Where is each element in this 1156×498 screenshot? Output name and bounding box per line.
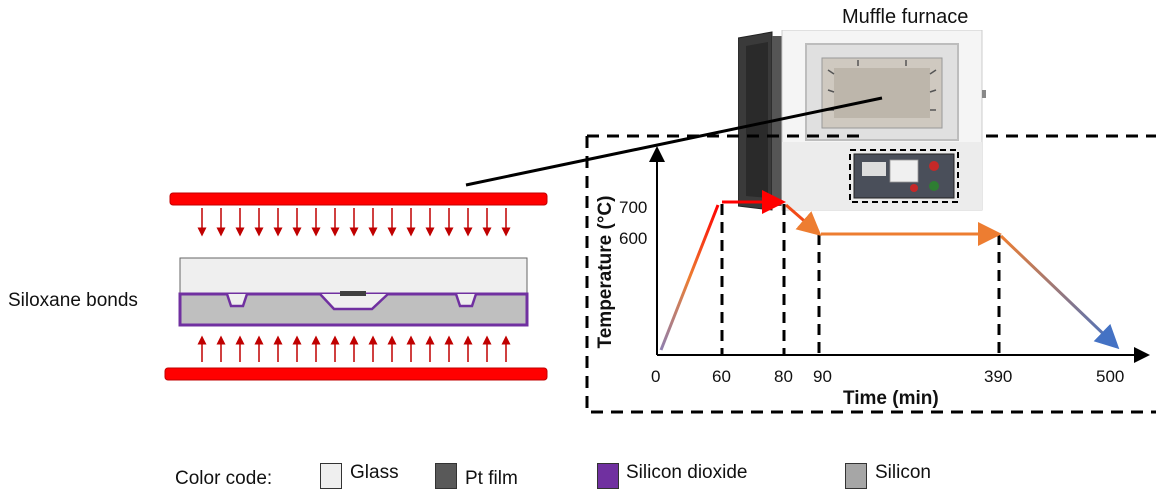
temperature-profile [659,190,1120,351]
down-heat-arrows [197,208,511,237]
x-tick-80: 80 [774,367,793,386]
legend-label-glass: Glass [350,462,399,483]
muffle-furnace-image [738,30,986,211]
x-tick-60: 60 [712,367,731,386]
up-heat-arrows [197,335,511,362]
time-guides [720,204,1001,356]
top-heater-plate [169,192,548,206]
legend-label-silicon-dioxide: Silicon dioxide [626,462,748,483]
x-tick-90: 90 [813,367,832,386]
cool-to-600-segment [785,203,822,236]
ramp-up-segment [659,204,720,351]
legend-label-pt-film: Pt film [465,468,518,489]
oxide-channel-center [319,293,389,311]
bottom-heater-plate [164,367,548,381]
x-tick-0: 0 [651,367,661,386]
legend-swatch-silicon-dioxide [597,463,619,489]
legend-swatch-glass [320,463,342,489]
legend-label-silicon: Silicon [875,462,931,483]
oxide-channel-right [454,293,478,308]
x-tick-390: 390 [984,367,1013,386]
legend-swatch-silicon [845,463,867,489]
ramp-down-segment [999,234,1120,350]
legend-swatch-pt-film [435,463,457,489]
furnace-pointer-line [465,96,883,187]
x-axis-label: Time (min) [843,388,939,409]
y-tick-600: 600 [619,229,648,248]
y-tick-700: 700 [619,198,648,217]
chart-dashed-border [585,134,1156,414]
siloxane-label: Siloxane bonds [8,290,138,311]
legend-prefix: Color code: [175,468,273,489]
oxide-channel-left [225,293,249,308]
glass-layer [179,257,528,295]
furnace-label: Muffle furnace [842,6,969,28]
x-tick-500: 500 [1096,367,1125,386]
y-axis-label: Temperature (°C) [595,195,616,349]
pt-film [340,291,366,296]
